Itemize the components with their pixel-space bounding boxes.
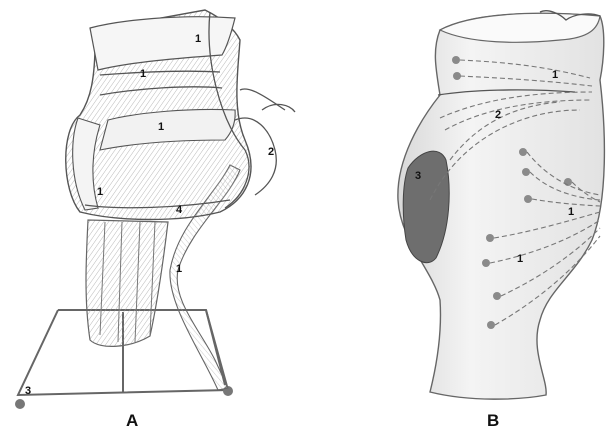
label-b-2: 2 — [495, 109, 501, 121]
label-a-1-middle: 1 — [158, 121, 164, 133]
label-b-1-lower: 1 — [517, 253, 523, 265]
label-a-4: 4 — [176, 204, 183, 216]
panel-b: 1 2 3 1 1 B — [398, 11, 605, 430]
label-a-1-lower: 1 — [176, 263, 182, 275]
panel-a: 1 1 1 1 2 4 1 3 A — [15, 10, 295, 430]
panel-letter-a: A — [126, 411, 138, 430]
lower-tube — [86, 220, 168, 346]
label-b-1-top: 1 — [552, 69, 558, 81]
label-b-1-right: 1 — [568, 206, 574, 218]
label-a-1-left: 1 — [97, 186, 103, 198]
label-b-3: 3 — [415, 170, 421, 182]
label-a-3: 3 — [25, 385, 31, 397]
panel-letter-b: B — [487, 411, 499, 430]
label-a-2: 2 — [268, 146, 274, 158]
label-a-1-upper: 1 — [140, 68, 146, 80]
label-a-1-top: 1 — [195, 33, 201, 45]
